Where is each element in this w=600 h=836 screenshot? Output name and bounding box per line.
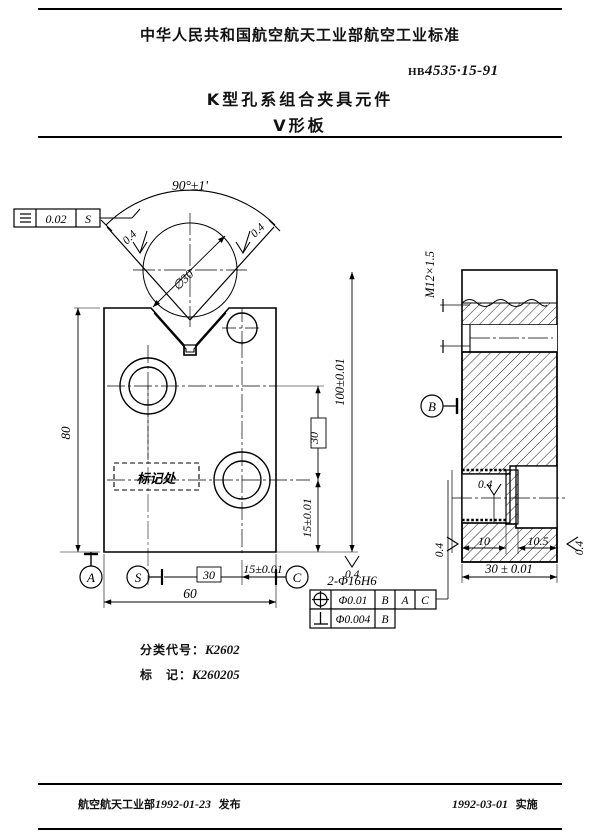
footer-issue-label: 发布 (218, 798, 241, 811)
dim-vert-30-label: 30 (307, 432, 321, 445)
position-datum-3: C (421, 595, 429, 607)
roughness-vee-right: 0.4 (235, 221, 267, 255)
perpendicularity-symbol-icon (314, 612, 328, 625)
position-symbol-icon (312, 591, 329, 608)
dim-section-105 (517, 528, 557, 554)
perpendicularity-datum-1: B (381, 614, 388, 626)
hole-upper-left (107, 345, 276, 460)
footer-issuer: 航空航天工业部 (78, 798, 155, 811)
position-datum-1: B (381, 595, 388, 607)
hole-upper-right-small (222, 308, 262, 348)
datum-s: S (126, 565, 164, 589)
dim-section-total-label: 30 ± 0.01 (484, 562, 533, 576)
standard-number-value: 4535·15-91 (424, 63, 499, 79)
dim-horz-15-label: 15±0.01 (243, 562, 283, 576)
symmetry-datum: S (85, 212, 91, 226)
front-view-outline (103, 307, 277, 553)
dim-height-100 (276, 272, 358, 553)
symmetry-tolerance-frame: 0.02 S (13, 208, 141, 228)
marking-area-label: 标记处 (136, 471, 176, 486)
hole-callout-block: 2-Φ16H6 Φ0.01 B A C (309, 480, 449, 629)
thread-callout-label: M12×1.5 (423, 251, 437, 299)
dim-width-60-label: 60 (183, 586, 197, 601)
document-title-line2: V形板 (273, 116, 327, 135)
marking-note: 标 记：K260205 (140, 666, 240, 683)
datum-b: B (420, 394, 459, 418)
dim-width-60 (103, 554, 277, 608)
organization-title: 中华人民共和国航空航天工业部航空工业标准 (139, 26, 460, 44)
footer-effective-label: 实施 (515, 798, 538, 811)
classification-label: 分类代号： (140, 643, 206, 657)
dim-horz-30 (147, 386, 242, 585)
marking-value: K260205 (192, 667, 240, 682)
header-top-rule (38, 8, 562, 10)
hole-lower-right (107, 340, 310, 555)
dim-section-10 (451, 470, 507, 554)
classification-note: 分类代号：K2602 (140, 641, 240, 658)
dim-vert-30 (276, 385, 327, 480)
dim-horz-15 (241, 560, 276, 585)
footer-effective-date: 1992-03-01 (452, 797, 508, 811)
position-datum-2: A (400, 595, 409, 607)
svg-text:0.4: 0.4 (434, 543, 446, 558)
classification-value: K2602 (205, 642, 240, 657)
dim-height-100-label: 100±0.01 (333, 358, 347, 406)
footer-issue-date: 1992-01-23 (155, 797, 211, 811)
perpendicularity-value: Φ0.004 (336, 614, 371, 626)
standard-prefix: HB (408, 66, 425, 78)
datum-a: A (79, 552, 103, 589)
dim-height-80 (60, 307, 100, 553)
datum-a-label: A (86, 570, 95, 585)
marking-label: 标 记： (140, 668, 193, 682)
thread-callout (440, 299, 470, 353)
technical-drawing: 90°±1' ∅30 0.4 0.4 (13, 178, 586, 629)
svg-text:0.4: 0.4 (121, 228, 140, 247)
dim-section-total (461, 564, 558, 583)
section-view (452, 269, 566, 563)
svg-text:0.4: 0.4 (345, 569, 360, 581)
vee-circle-dia-label: ∅30 (170, 266, 197, 293)
datum-s-label: S (135, 570, 142, 585)
roughness-section-mid: 0.4 (478, 479, 502, 522)
dim-section-105-label: 10.5 (528, 534, 549, 548)
symmetry-value: 0.02 (46, 212, 67, 226)
roughness-vee-left: 0.4 (121, 228, 148, 255)
header-bottom-rule (38, 136, 562, 138)
dim-height-80-label: 80 (58, 426, 73, 440)
hole-callout-title: 2-Φ16H6 (327, 573, 377, 588)
vee-angle-arc (100, 189, 281, 232)
vee-inscribed-circle (133, 213, 247, 327)
footer-top-rule (38, 783, 562, 785)
roughness-section-right: 0.4 (565, 536, 586, 556)
roughness-section-left: 0.4 (434, 536, 460, 558)
marking-area-box: 标记处 (113, 462, 200, 491)
position-value: Φ0.01 (339, 595, 368, 607)
datum-b-label: B (428, 399, 436, 414)
footer-bottom-rule (38, 828, 562, 830)
document-title-line1: K型孔系组合夹具元件 (206, 90, 394, 109)
vee-angle-label: 90°±1' (172, 178, 209, 193)
svg-text:0.4: 0.4 (574, 541, 586, 556)
datum-c-label: C (293, 570, 302, 585)
footer-effective: 1992-03-01 实施 (452, 796, 538, 812)
standard-number: HB4535·15-91 (408, 63, 499, 80)
footer-issue: 航空航天工业部1992-01-23 发布 (78, 796, 241, 812)
dim-section-10-label: 10 (478, 534, 490, 548)
roughness-front-bottom: 0.4 (344, 555, 360, 581)
dim-vert-15-label: 15±0.01 (300, 498, 314, 538)
svg-text:0.4: 0.4 (478, 479, 493, 491)
dim-horz-30-label: 30 (202, 568, 215, 582)
